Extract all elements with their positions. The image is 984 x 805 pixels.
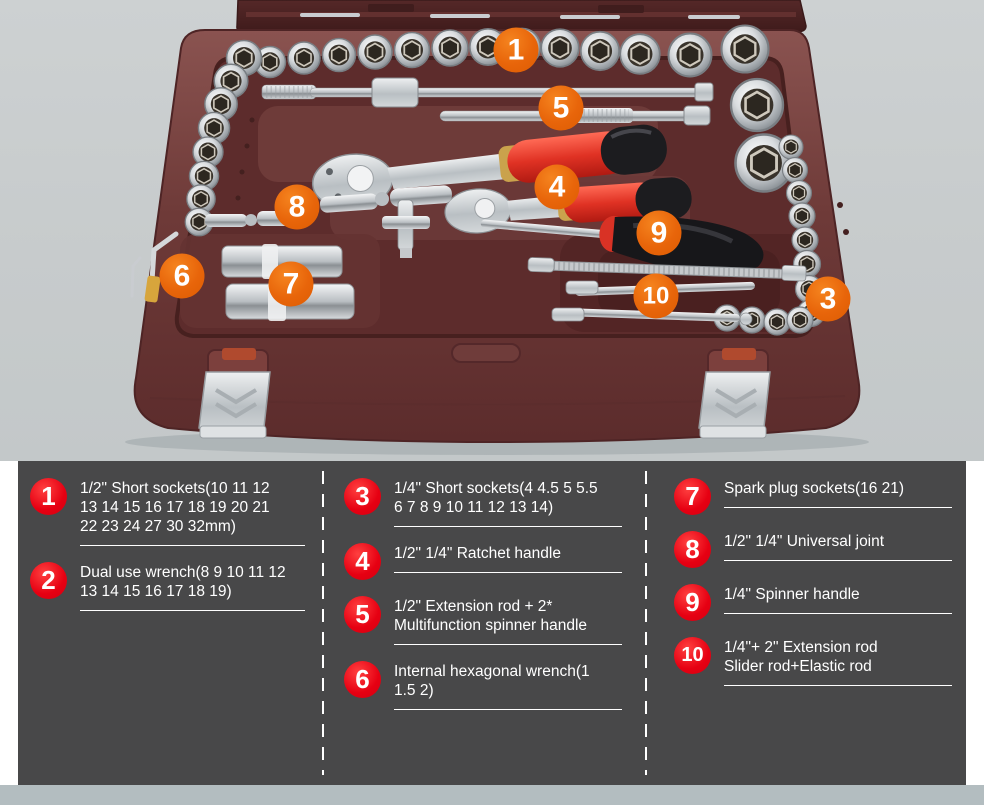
footer-strip xyxy=(0,785,984,805)
photo-callout-4: 4 xyxy=(534,164,580,210)
legend-item-6: 6 Internal hexagonal wrench(1 1.5 2) xyxy=(344,661,622,710)
legend-item-4: 4 1/2" 1/4" Ratchet handle xyxy=(344,543,622,580)
photo-callout-1: 1 xyxy=(493,27,539,73)
photo-callout-9: 9 xyxy=(636,210,682,256)
legend-item-7: 7 Spark plug sockets(16 21) xyxy=(674,478,952,515)
legend-item-8: 8 1/2" 1/4" Universal joint xyxy=(674,531,952,568)
legend-item-3: 3 1/4" Short sockets(4 4.5 5 5.5 6 7 8 9 … xyxy=(344,478,622,527)
legend-column-separator-1 xyxy=(322,471,324,775)
legend-item-text-10: 1/4"+ 2" Extension rod Slider rod+Elasti… xyxy=(724,637,952,686)
legend-column-3: 7 Spark plug sockets(16 21) 8 1/2" 1/4" Uni… xyxy=(650,478,966,785)
legend-badge-8: 8 xyxy=(674,531,711,568)
photo-callout-3: 3 xyxy=(805,276,851,322)
legend-badge-2: 2 xyxy=(30,562,67,599)
photo-callout-6: 6 xyxy=(159,253,205,299)
t-adapter xyxy=(382,199,430,258)
legend-item-text-5: 1/2" Extension rod + 2* Multifunction sp… xyxy=(394,596,622,645)
legend-badge-3: 3 xyxy=(344,478,381,515)
legend-item-text-1: 1/2" Short sockets(10 11 12 13 14 15 16 … xyxy=(80,478,305,546)
legend-item-text-3: 1/4" Short sockets(4 4.5 5 5.5 6 7 8 9 1… xyxy=(394,478,622,527)
legend-column-1: 1 1/2" Short sockets(10 11 12 13 14 15 16… xyxy=(18,478,334,785)
photo-callout-5: 5 xyxy=(538,85,584,131)
legend-item-text-4: 1/2" 1/4" Ratchet handle xyxy=(394,543,622,573)
legend-badge-9: 9 xyxy=(674,584,711,621)
legend-item-2: 2 Dual use wrench(8 9 10 11 12 13 14 15 1… xyxy=(30,562,305,611)
toolbox-photo xyxy=(125,0,869,455)
toolbox-lid xyxy=(236,0,807,33)
legend-item-text-9: 1/4" Spinner handle xyxy=(724,584,952,614)
legend-item-9: 9 1/4" Spinner handle xyxy=(674,584,952,621)
legend-item-text-7: Spark plug sockets(16 21) xyxy=(724,478,952,508)
legend-badge-10: 10 xyxy=(674,637,711,674)
legend-badge-1: 1 xyxy=(30,478,67,515)
product-photo-section: 1 5 4 8 9 6 7 10 3 xyxy=(0,0,984,461)
hex-key xyxy=(130,231,179,303)
photo-callout-10: 10 xyxy=(633,273,679,319)
legend-item-1: 1 1/2" Short sockets(10 11 12 13 14 15 16… xyxy=(30,478,305,546)
legend-column-2: 3 1/4" Short sockets(4 4.5 5 5.5 6 7 8 9 … xyxy=(334,478,650,785)
legend-panel: 1 1/2" Short sockets(10 11 12 13 14 15 16… xyxy=(18,461,966,785)
legend-badge-6: 6 xyxy=(344,661,381,698)
legend-item-5: 5 1/2" Extension rod + 2* Multifunction s… xyxy=(344,596,622,645)
photo-callouts: 1 5 4 8 9 6 7 10 3 xyxy=(159,27,851,322)
legend-column-separator-2 xyxy=(645,471,647,775)
sliding-t-bar xyxy=(261,77,714,108)
photo-callout-7: 7 xyxy=(268,261,314,307)
latch-left xyxy=(198,348,271,439)
legend-item-text-6: Internal hexagonal wrench(1 1.5 2) xyxy=(394,661,622,710)
latch-right xyxy=(698,348,771,439)
flexible-shaft xyxy=(527,257,807,282)
legend-item-text-2: Dual use wrench(8 9 10 11 12 13 14 15 16… xyxy=(80,562,305,611)
legend-item-10: 10 1/4"+ 2" Extension rod Slider rod+Elas… xyxy=(674,637,952,686)
legend-badge-5: 5 xyxy=(344,596,381,633)
handle-recess xyxy=(451,343,521,363)
legend-section: 1 1/2" Short sockets(10 11 12 13 14 15 16… xyxy=(0,461,984,785)
legend-item-text-8: 1/2" 1/4" Universal joint xyxy=(724,531,952,561)
legend-badge-7: 7 xyxy=(674,478,711,515)
legend-badge-4: 4 xyxy=(344,543,381,580)
photo-callout-8: 8 xyxy=(274,184,320,230)
